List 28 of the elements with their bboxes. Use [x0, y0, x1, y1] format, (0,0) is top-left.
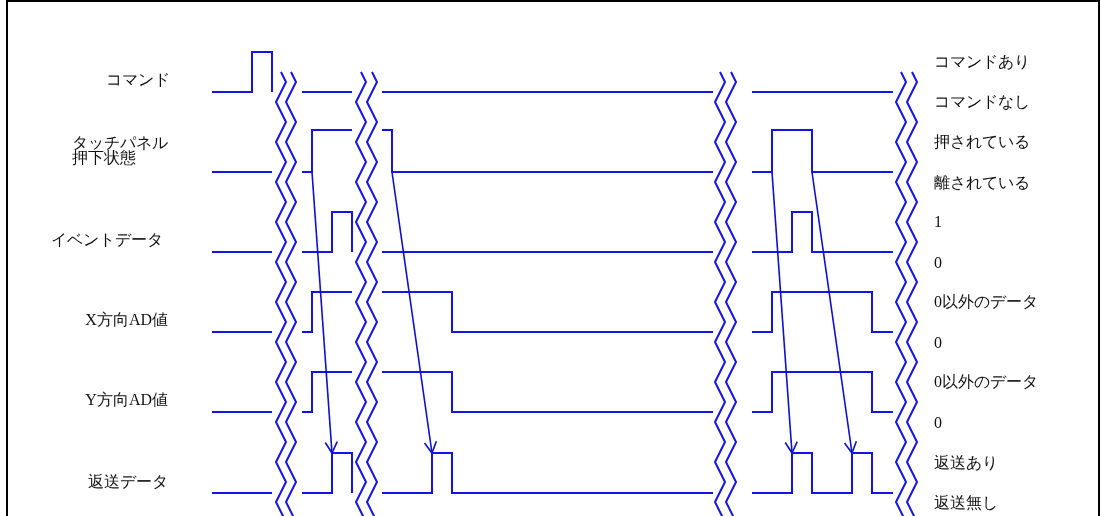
waveform-segment: [301, 129, 353, 173]
waveform-segment: [381, 129, 714, 173]
level-label: 1: [934, 213, 942, 231]
arrow: [311, 171, 338, 454]
level-label: 押されている: [934, 133, 1030, 151]
arrow: [811, 171, 858, 454]
level-label: 0: [934, 334, 942, 352]
signal-label: X方向AD値: [85, 311, 168, 329]
signal-label: Y方向AD値: [85, 391, 168, 409]
waveform-segment: [301, 452, 353, 494]
signal-label: タッチパネル押下状態: [72, 135, 168, 165]
waveform-segment: [751, 452, 894, 494]
waveform-segment: [751, 129, 894, 173]
waveform-segment: [381, 452, 714, 494]
level-label: コマンドなし: [934, 93, 1030, 111]
level-label: 0: [934, 414, 942, 432]
arrow: [391, 171, 438, 454]
arrow: [771, 171, 798, 454]
level-label: 0以外のデータ: [934, 293, 1038, 311]
level-label: 0: [934, 254, 942, 272]
signal-label: イベントデータ: [51, 231, 163, 249]
level-label: 0以外のデータ: [934, 373, 1038, 391]
level-label: 返送あり: [934, 454, 998, 472]
level-label: 返送無し: [934, 494, 998, 512]
signal-label: コマンド: [106, 71, 170, 89]
signal-label: 返送データ: [88, 473, 168, 491]
level-label: コマンドあり: [934, 53, 1030, 71]
level-label: 離されている: [934, 174, 1030, 192]
